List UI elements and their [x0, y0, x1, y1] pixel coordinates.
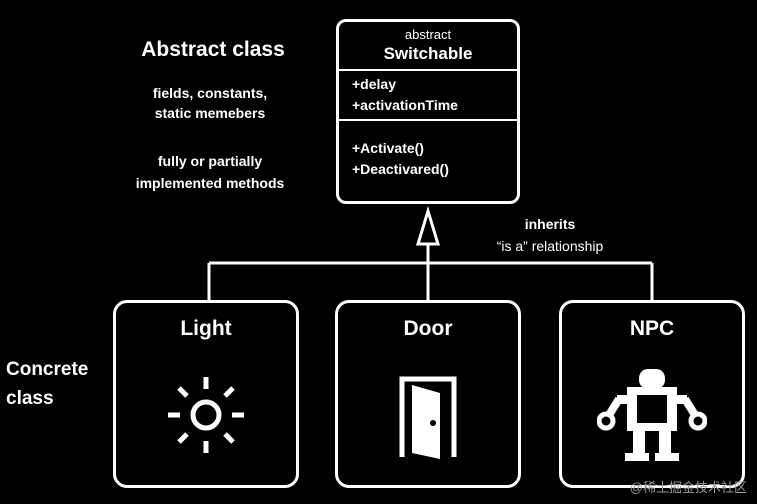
robot-icon [597, 369, 707, 461]
class-divider-methods [339, 119, 517, 121]
class-name: Switchable [383, 44, 473, 63]
inherits-note: inherits “is a” relationship [470, 213, 630, 257]
methods-note-line1: fully or partially [157, 153, 263, 169]
class-divider-fields [339, 69, 517, 71]
fields-note: fields, constants, static memebers [110, 83, 310, 123]
class-box-title: NPC [629, 317, 675, 340]
concrete-label-line1: Concrete [6, 359, 89, 380]
field-item: +delay [352, 76, 396, 92]
concrete-label-line2: class [6, 388, 54, 409]
method-item: +Deactivared() [352, 161, 449, 177]
inherits-title: inherits [524, 216, 576, 232]
inheritance-arrowhead [415, 205, 441, 246]
class-box-title: Door [403, 317, 453, 340]
methods-note: fully or partially implemented methods [110, 150, 310, 194]
fields-note-line1: fields, constants, [152, 85, 268, 101]
abstract-class-heading: Abstract class [141, 38, 285, 61]
abstract-class-box: abstract Switchable +delay +activationTi… [336, 19, 520, 204]
class-stereotype: abstract [404, 27, 452, 42]
inherits-subtitle: “is a” relationship [496, 238, 604, 254]
methods-note-line2: implemented methods [135, 175, 285, 191]
method-item: +Activate() [352, 140, 424, 156]
watermark: @稀土掘金技术社区 [629, 480, 747, 495]
field-item: +activationTime [352, 97, 458, 113]
door-icon [399, 376, 457, 459]
sun-icon [168, 377, 244, 453]
class-box-title: Light [180, 317, 232, 340]
concrete-class-label: Concrete class [6, 355, 88, 413]
fields-note-line2: static memebers [154, 105, 266, 121]
class-box-light: Light [113, 300, 299, 488]
class-box-door: Door [335, 300, 521, 488]
class-box-npc: NPC [559, 300, 745, 488]
